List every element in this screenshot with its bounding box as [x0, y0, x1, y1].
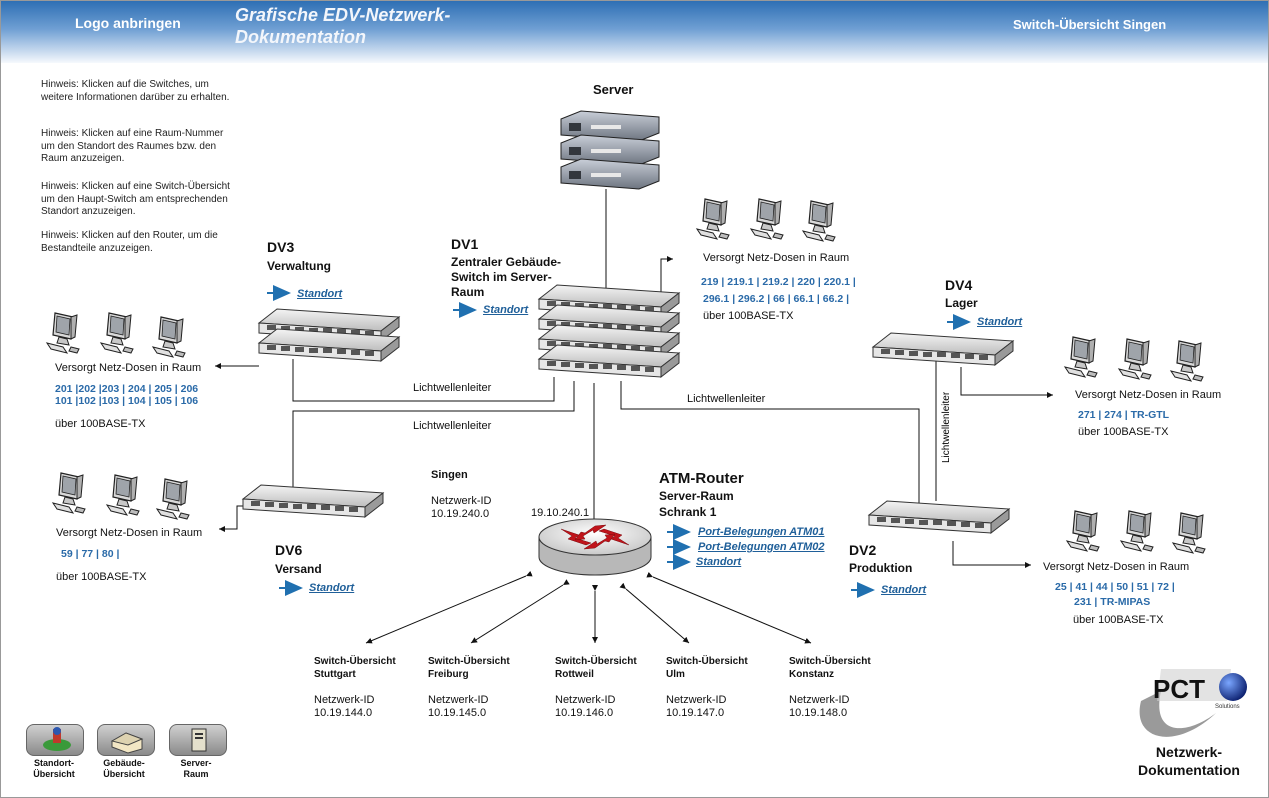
- link-arrows: [267, 285, 971, 598]
- dv4-name: Lager: [945, 296, 978, 310]
- fiber-label-dv3: Lichtwellenleiter: [413, 382, 492, 394]
- server-raum-button[interactable]: [169, 724, 227, 756]
- dv1-standort-link[interactable]: Standort: [483, 304, 529, 316]
- building-icon: [110, 732, 144, 754]
- dv3-standort-link[interactable]: Standort: [297, 288, 343, 300]
- svg-text:PCT: PCT: [1153, 674, 1205, 704]
- dv2-id: DV2: [849, 542, 877, 558]
- dv4-rooms-caption: Versorgt Netz-Dosen in Raum: [1075, 389, 1222, 401]
- server-raum-label: Server-Raum: [180, 758, 212, 779]
- dv1-media: über 100BASE-TX: [703, 310, 794, 322]
- server-label: Server: [593, 82, 634, 97]
- singen-label: Singen: [431, 469, 468, 481]
- dv1-id: DV1: [451, 236, 479, 252]
- header-bar: [1, 1, 1268, 63]
- dv1-rooms-line2[interactable]: 296.1 | 296.2 | 66 | 66.1 | 66.2 |: [703, 293, 850, 305]
- dv3-rooms-caption: Versorgt Netz-Dosen in Raum: [55, 362, 202, 374]
- dv1-room-pcs: [696, 198, 836, 242]
- dv6-rooms-line1[interactable]: 59 | 77 | 80 |: [61, 548, 120, 560]
- standort-uebersicht-button[interactable]: [26, 724, 84, 756]
- fiber-label-dv6: Lichtwellenleiter: [413, 420, 492, 432]
- hint-switches: Hinweis: Klicken auf die Switches, um we…: [41, 79, 230, 103]
- dv6-rooms-caption: Versorgt Netz-Dosen in Raum: [56, 527, 203, 539]
- port-belegungen-atm02-link[interactable]: Port-Belegungen ATM02: [698, 541, 825, 553]
- dv2-rooms-line1[interactable]: 25 | 41 | 44 | 50 | 51 | 72 |: [1055, 581, 1175, 593]
- hint-switch-overview: Hinweis: Klicken auf eine Switch-Übersic…: [41, 181, 230, 217]
- logo-placeholder[interactable]: Logo anbringen: [75, 15, 181, 31]
- port-belegungen-atm01-link[interactable]: Port-Belegungen ATM01: [698, 526, 825, 538]
- standort-uebersicht-label: Standort-Übersicht: [33, 758, 75, 779]
- dv4-switch[interactable]: [872, 332, 1014, 366]
- router-title: ATM-Router: [659, 470, 744, 487]
- router-ip: 19.10.240.1: [531, 507, 590, 519]
- dv1-rooms-line1[interactable]: 219 | 219.1 | 219.2 | 220 | 220.1 |: [701, 276, 856, 288]
- hint-router: Hinweis: Klicken auf den Router, um die …: [41, 230, 218, 254]
- hint-rooms: Hinweis: Klicken auf eine Raum-Nummer um…: [41, 128, 224, 164]
- pct-logo: PCT Solutions: [1139, 669, 1247, 737]
- dv6-room-pcs: [52, 472, 190, 520]
- router-standort-link[interactable]: Standort: [696, 556, 742, 568]
- dv1-description: Zentraler Gebäude- Switch im Server- Rau…: [451, 255, 562, 299]
- dv6-id: DV6: [275, 542, 303, 558]
- dv3-id: DV3: [267, 239, 295, 255]
- dv1-rooms-caption: Versorgt Netz-Dosen in Raum: [703, 252, 850, 264]
- gebaeude-uebersicht-label: Gebäude-Übersicht: [103, 758, 145, 779]
- dv4-room-pcs: [1064, 336, 1204, 382]
- dv6-standort-link[interactable]: Standort: [309, 582, 355, 594]
- dv2-name: Produktion: [849, 561, 913, 575]
- dv4-media: über 100BASE-TX: [1078, 426, 1169, 438]
- dv3-rooms-line2[interactable]: 101 |102 |103 | 104 | 105 | 106: [55, 395, 199, 407]
- server-tower-icon: [191, 728, 207, 752]
- dv2-media: über 100BASE-TX: [1073, 614, 1164, 626]
- singen-netid: 10.19.240.0: [431, 508, 490, 520]
- dv2-switch[interactable]: [868, 500, 1010, 534]
- page-title: Grafische EDV-Netzwerk- Dokumentation: [235, 5, 451, 47]
- dv2-rooms-caption: Versorgt Netz-Dosen in Raum: [1043, 561, 1190, 573]
- map-pin-icon: [43, 727, 71, 751]
- gebaeude-uebersicht-button[interactable]: [97, 724, 155, 756]
- dv3-name: Verwaltung: [267, 259, 332, 273]
- fiber-label-dv2: Lichtwellenleiter: [687, 393, 766, 405]
- dv2-standort-link[interactable]: Standort: [881, 584, 927, 596]
- atm-router-icon[interactable]: [538, 518, 652, 576]
- dv4-rooms-line1[interactable]: 271 | 274 | TR-GTL: [1078, 409, 1170, 421]
- dv6-name: Versand: [275, 562, 322, 576]
- footer-title: Netzwerk- Dokumentation: [1138, 744, 1240, 778]
- dv2-room-pcs: [1066, 510, 1206, 554]
- dv3-room-pcs: [46, 312, 186, 358]
- server-rack-icon[interactable]: [560, 110, 660, 190]
- router-cabinet: Schrank 1: [659, 505, 717, 519]
- switch-overview-link[interactable]: Switch-Übersicht Singen: [1013, 17, 1167, 32]
- dv3-rooms-line1[interactable]: 201 |202 |203 | 204 | 205 | 206: [55, 383, 199, 395]
- router-room: Server-Raum: [659, 489, 734, 503]
- dv4-standort-link[interactable]: Standort: [977, 316, 1023, 328]
- dv6-media: über 100BASE-TX: [56, 571, 147, 583]
- svg-text:Solutions: Solutions: [1215, 704, 1240, 710]
- dv3-media: über 100BASE-TX: [55, 418, 146, 430]
- dv4-id: DV4: [945, 277, 973, 293]
- dv3-switch[interactable]: [258, 308, 400, 362]
- fiber-label-vertical: Lichtwellenleiter: [941, 391, 952, 463]
- singen-netid-label: Netzwerk-ID: [431, 495, 492, 507]
- dv6-switch[interactable]: [242, 484, 384, 518]
- dv2-rooms-line2[interactable]: 231 | TR-MIPAS: [1074, 596, 1151, 608]
